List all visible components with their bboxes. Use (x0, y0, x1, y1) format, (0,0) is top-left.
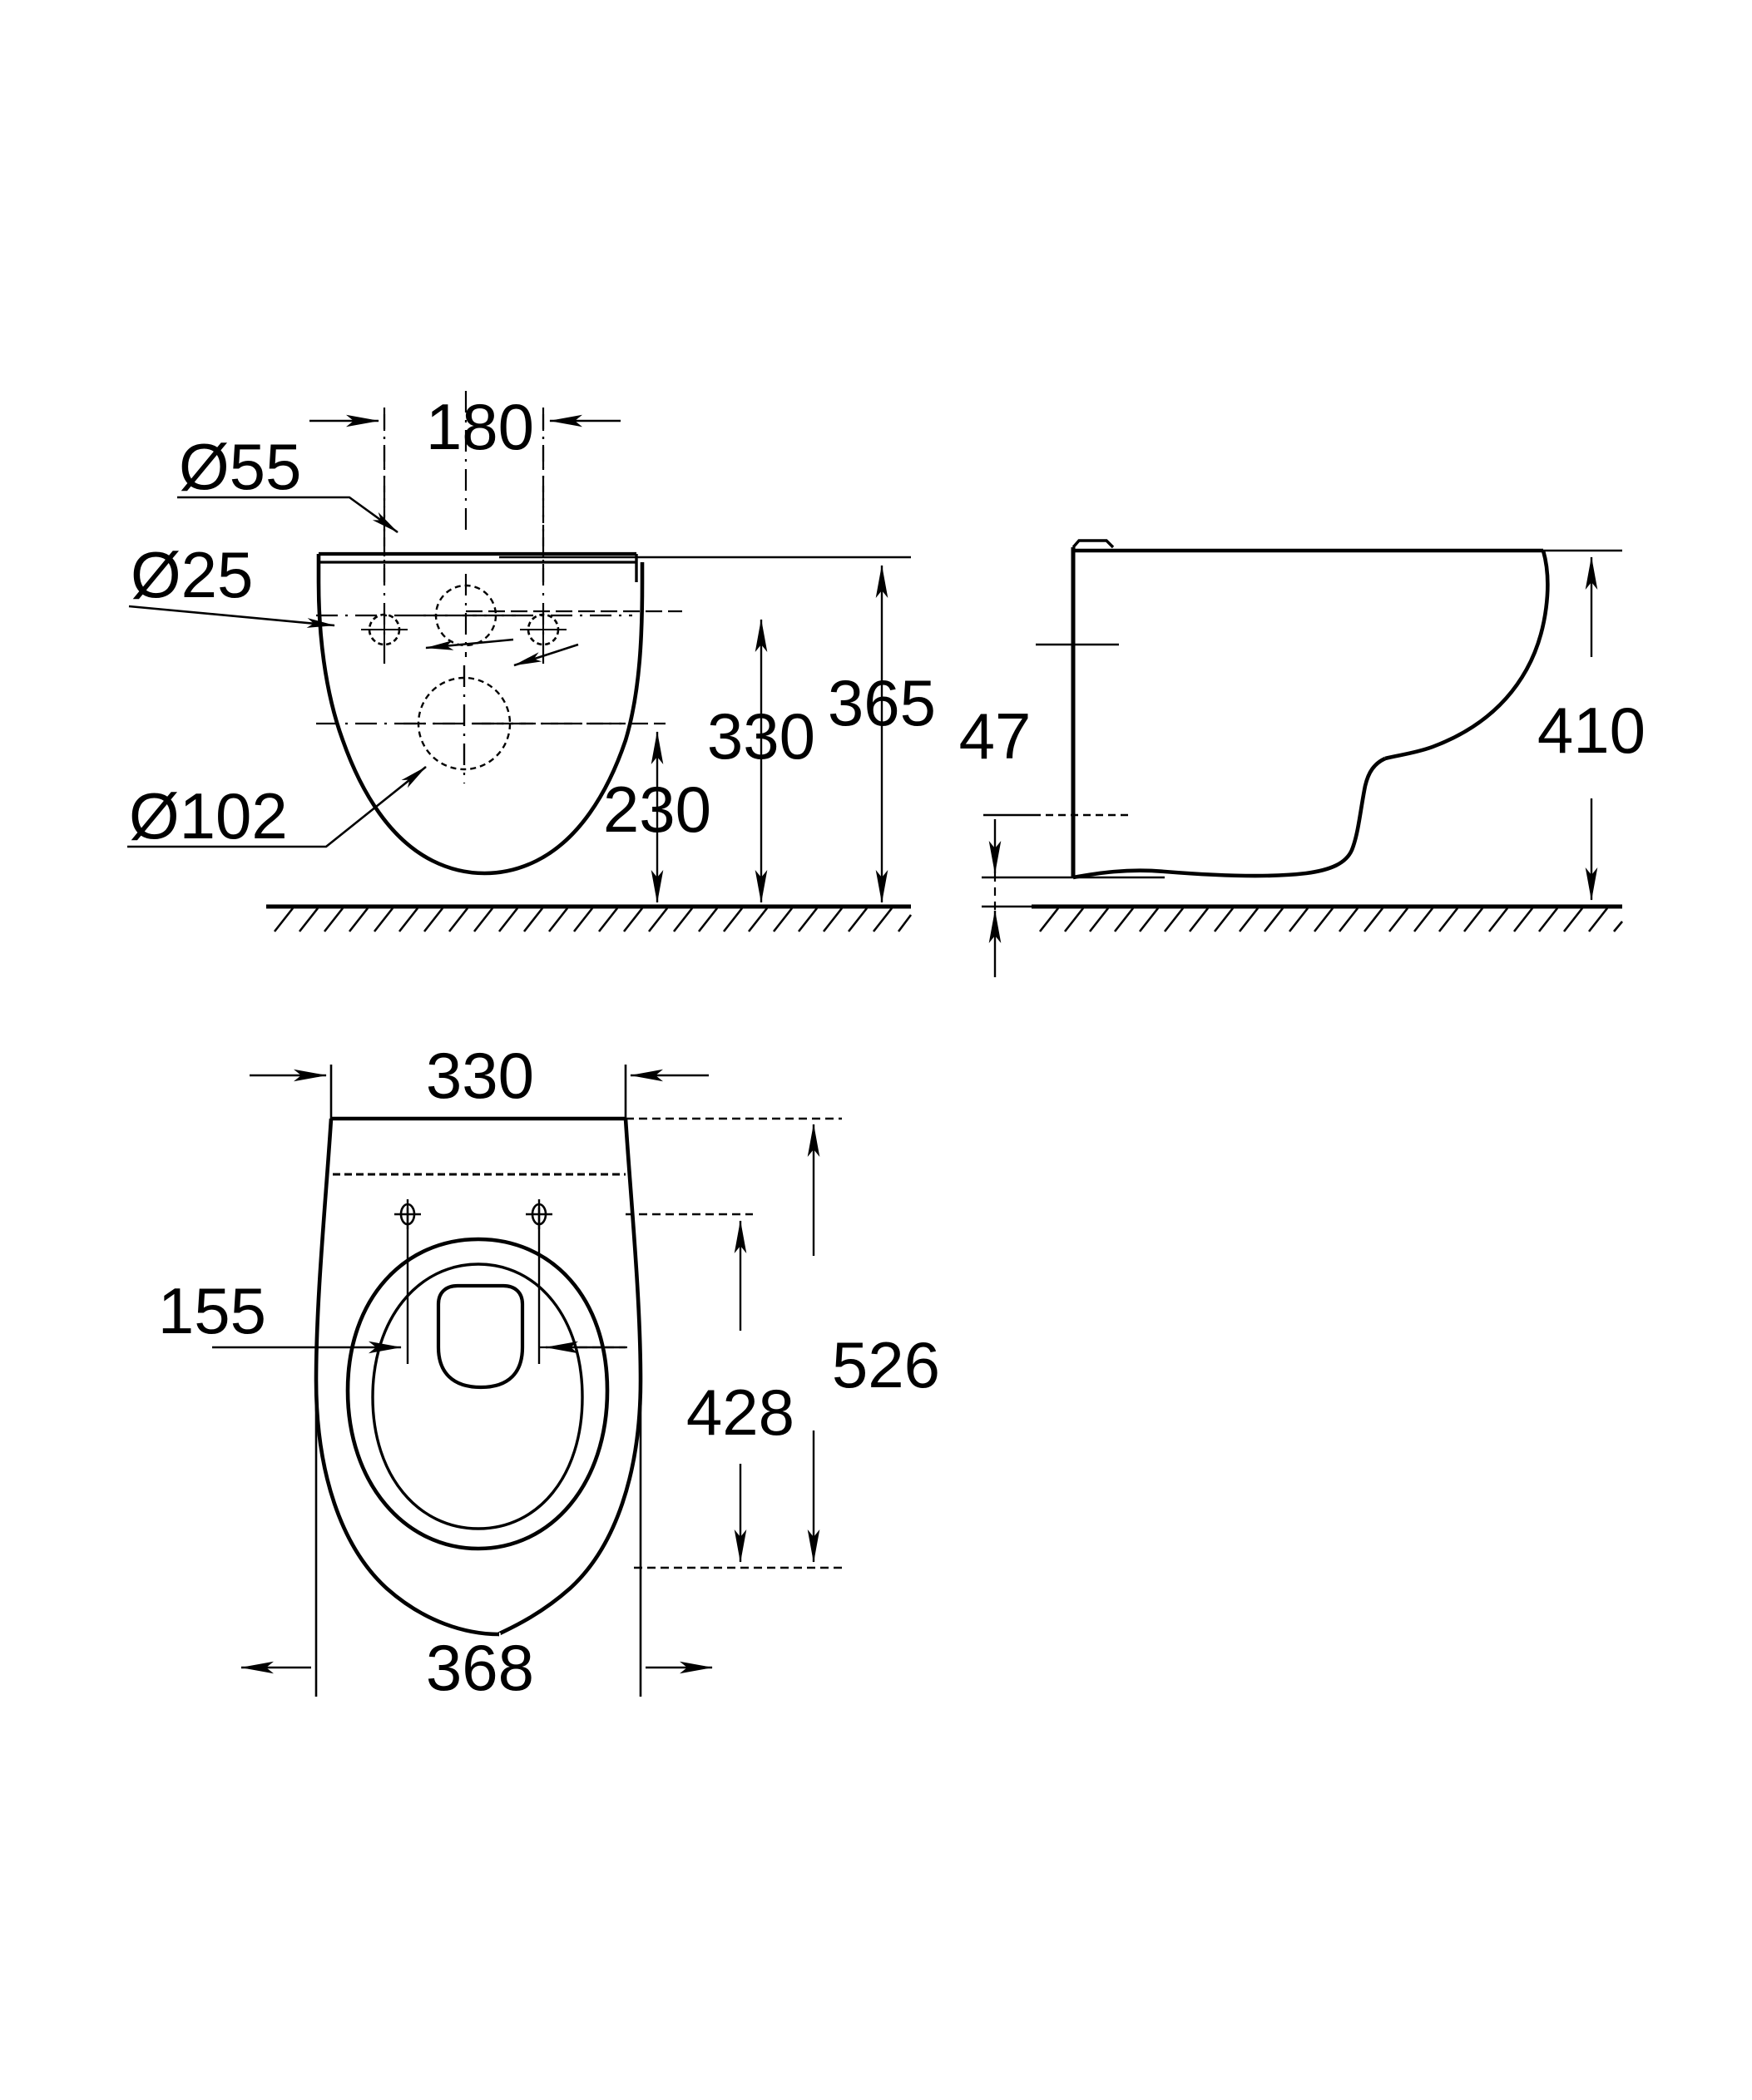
dim-label-428: 428 (686, 1376, 794, 1449)
leader-bolt-group (513, 643, 579, 667)
dim-label-d25: Ø25 (131, 538, 253, 611)
top-view-bolt-holes (394, 1199, 552, 1229)
dim-label-230: 230 (603, 773, 711, 846)
leader-d25 (128, 605, 514, 650)
dim-label-330-top: 330 (426, 1039, 534, 1112)
dim-368 (240, 1381, 713, 1697)
front-view-bolt-holes (361, 607, 567, 653)
leader-d55 (177, 496, 398, 534)
dim-label-410: 410 (1537, 694, 1646, 767)
dim-label-47: 47 (959, 699, 1032, 773)
side-view-geometry (1071, 539, 1550, 880)
dim-180 (309, 414, 621, 582)
dim-label-155: 155 (158, 1274, 266, 1347)
dim-label-180: 180 (426, 390, 534, 463)
top-view-geometry (314, 1116, 643, 1637)
dim-label-365: 365 (828, 666, 936, 739)
dim-230-330-365 (466, 556, 911, 903)
dim-526-428 (626, 1117, 842, 1569)
front-view-geometry (316, 551, 645, 876)
dim-label-368: 368 (426, 1631, 534, 1704)
dim-155 (212, 1208, 753, 1364)
dim-label-330-front: 330 (707, 699, 815, 773)
front-view-ground-line (266, 904, 913, 932)
dim-label-526: 526 (832, 1328, 940, 1401)
dim-label-d55: Ø55 (179, 430, 301, 503)
leader-d102 (127, 765, 427, 848)
side-view-ground-line (1032, 904, 1623, 932)
dim-330-top (250, 1065, 709, 1123)
dim-label-d102: Ø102 (129, 779, 288, 852)
